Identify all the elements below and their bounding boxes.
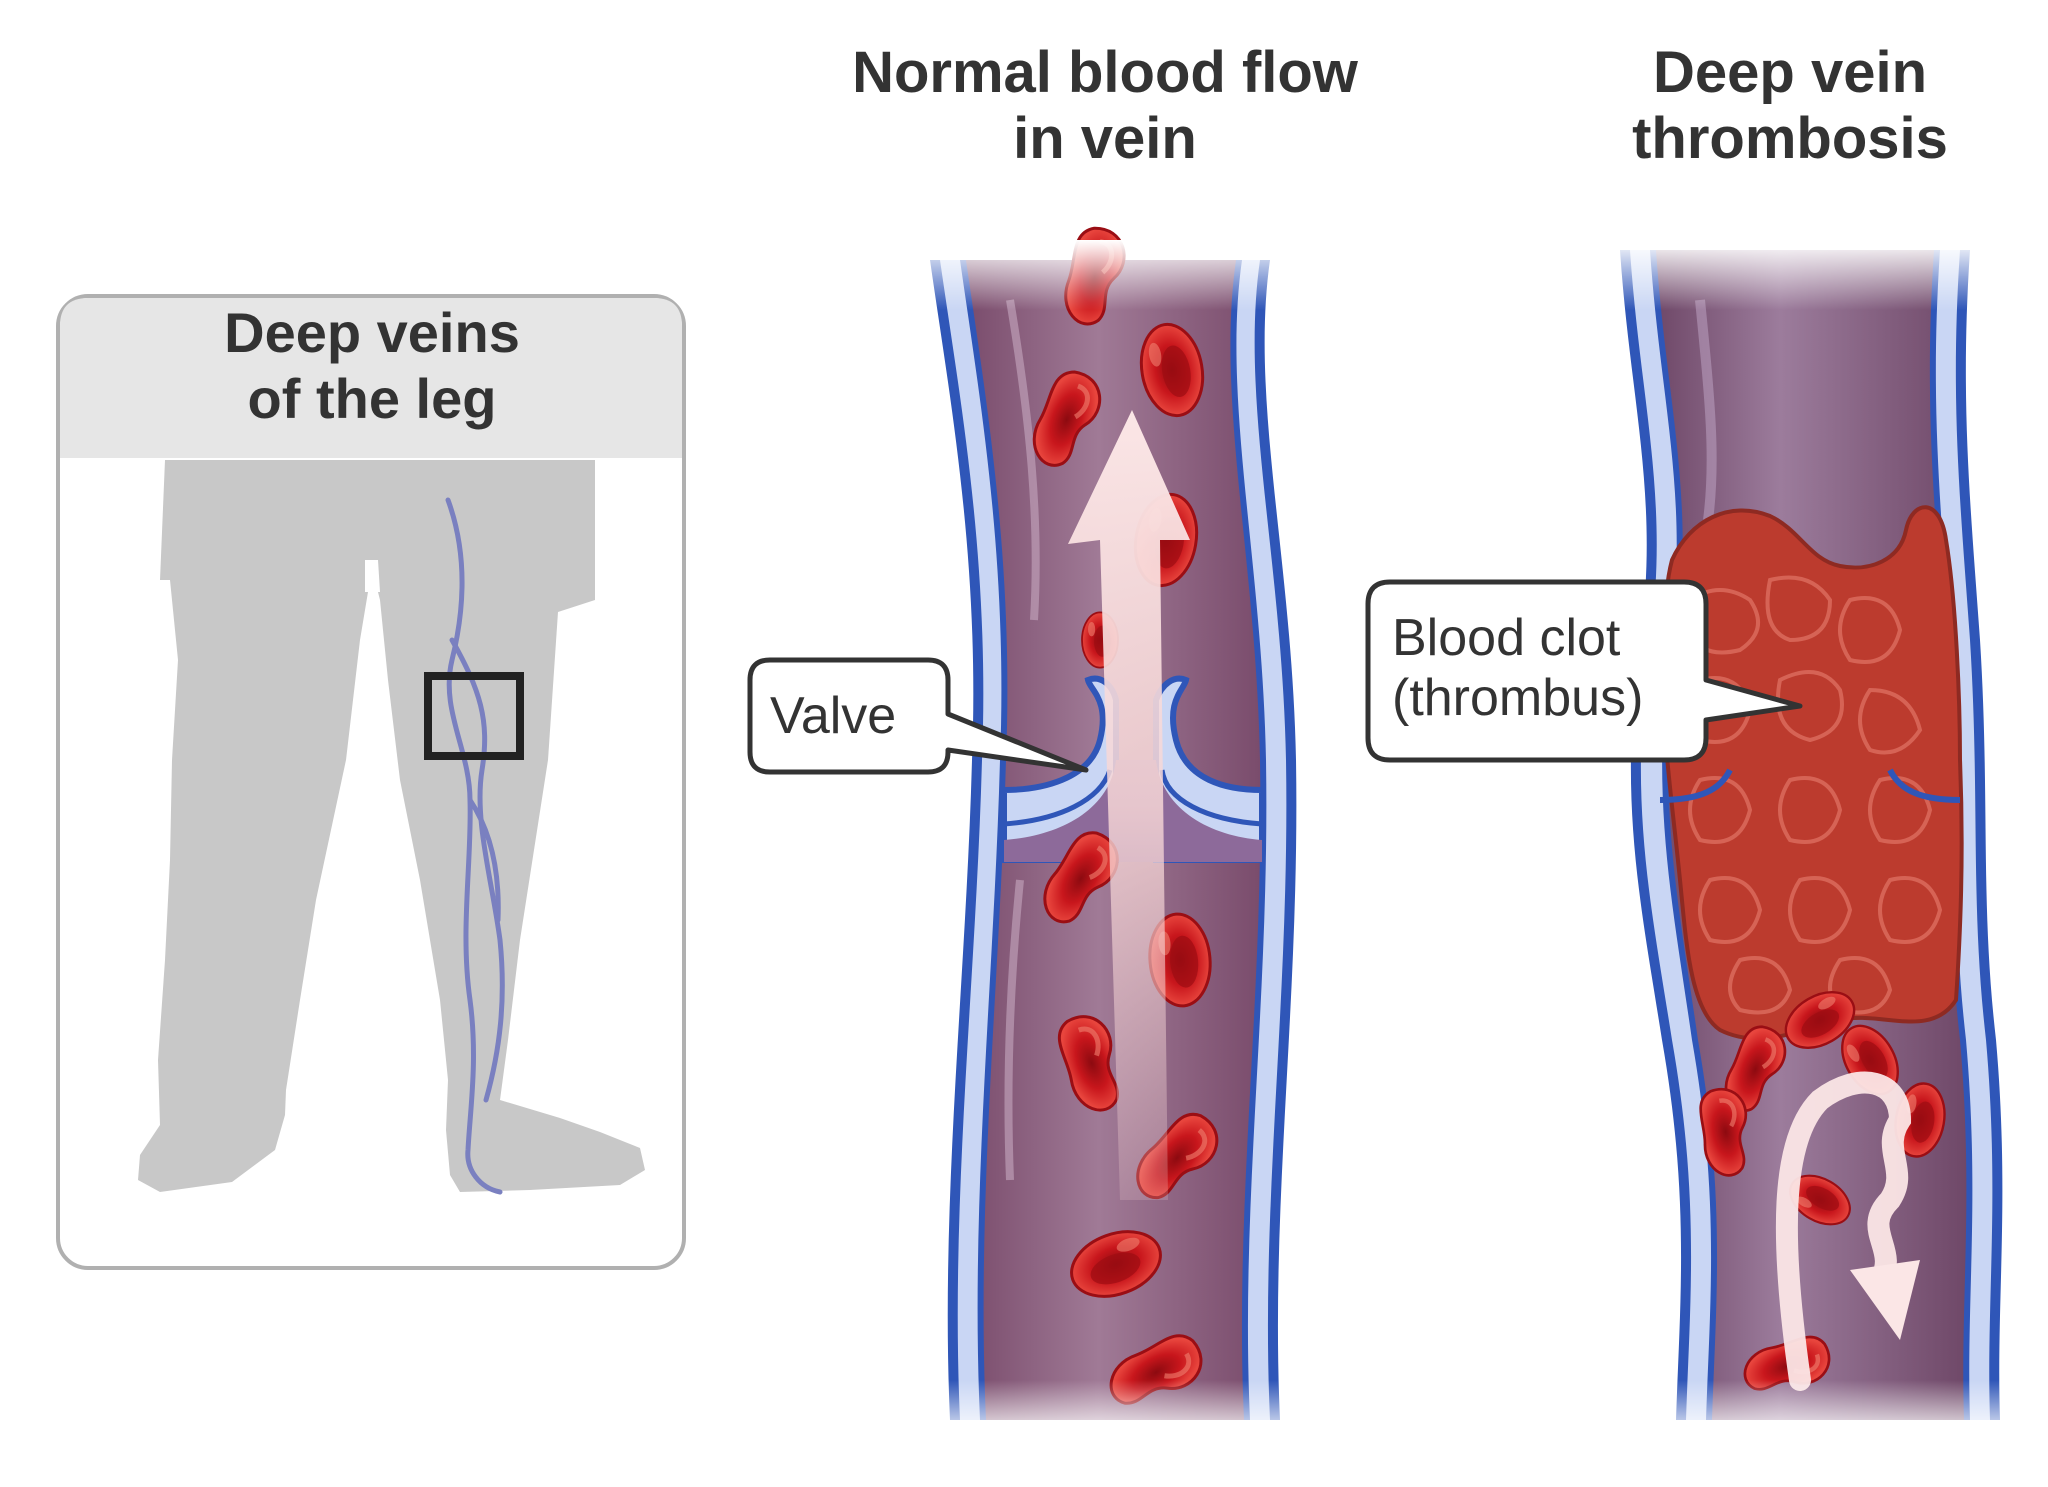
- deep-vein-lines: [445, 497, 505, 1195]
- dvt-vein: [1600, 240, 2020, 1440]
- clot-callout: [1365, 579, 1803, 763]
- leg-silhouette-icon: [138, 460, 645, 1192]
- clot-label: Blood clot (thrombus): [1392, 609, 1644, 727]
- leg-panel: [56, 294, 686, 1270]
- zoom-marker-box: [424, 672, 524, 760]
- valve-label: Valve: [770, 687, 897, 745]
- normal-vein: [920, 225, 1300, 1440]
- leg-panel-title: Deep veins of the leg: [224, 301, 520, 430]
- turbulent-flow-arrow-icon: [1775, 1071, 1920, 1391]
- valve-callout: [747, 657, 1089, 775]
- thrombus: [1659, 505, 1964, 1041]
- flow-arrow-icon: [1068, 410, 1190, 1200]
- normal-flow-title: Normal blood flow in vein: [852, 40, 1358, 171]
- dvt-title: Deep vein thrombosis: [1632, 40, 1948, 171]
